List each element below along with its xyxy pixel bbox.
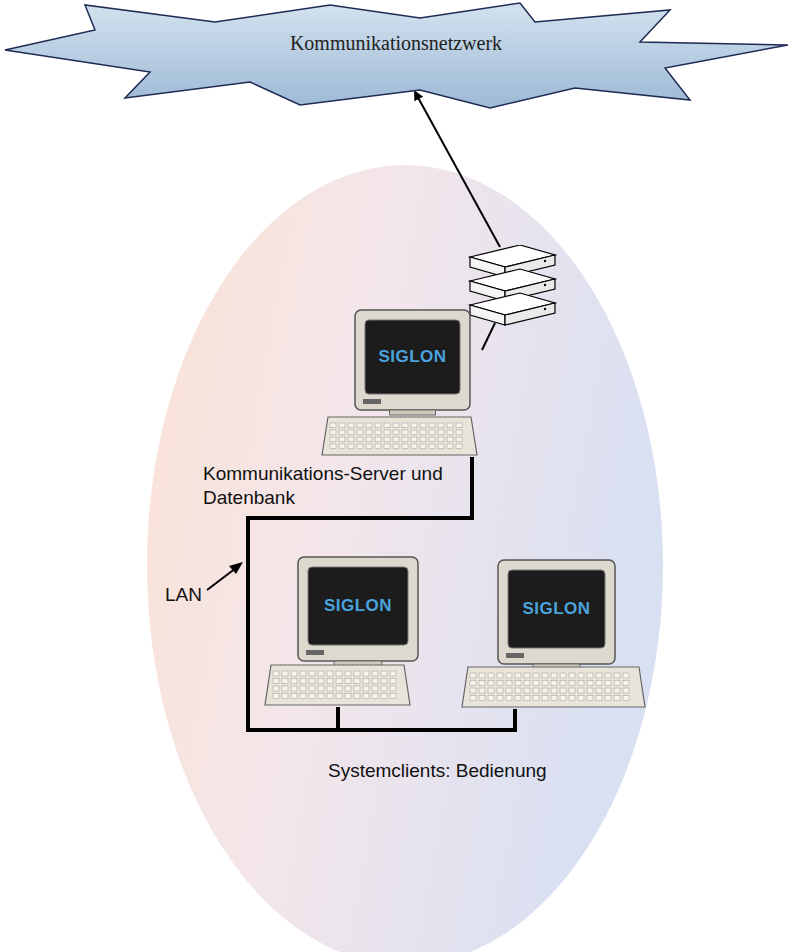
clients-caption: Systemclients: Bedienung xyxy=(328,760,547,782)
network-label: Kommunikationsnetzwerk xyxy=(0,32,792,55)
site-ellipse xyxy=(147,165,663,952)
computer-node: SIGLON xyxy=(262,555,422,707)
computer-node: SIGLON xyxy=(460,557,650,709)
network-cloud: Kommunikationsnetzwerk xyxy=(0,0,792,110)
lan-leader-head xyxy=(229,562,243,574)
cloud-shape xyxy=(0,0,792,110)
lan-label: LAN xyxy=(165,584,202,606)
computer-icon xyxy=(460,557,650,709)
uplink-arrow xyxy=(415,92,500,247)
screen-logo: SIGLON xyxy=(324,596,392,616)
lan-leader xyxy=(207,568,236,590)
computer-node: SIGLONKommunikations-Server und Datenban… xyxy=(320,245,560,457)
server-caption: Kommunikations-Server und Datenbank xyxy=(203,462,453,510)
screen-logo: SIGLON xyxy=(378,347,446,367)
computer-icon xyxy=(262,555,422,707)
screen-logo: SIGLON xyxy=(522,599,590,619)
